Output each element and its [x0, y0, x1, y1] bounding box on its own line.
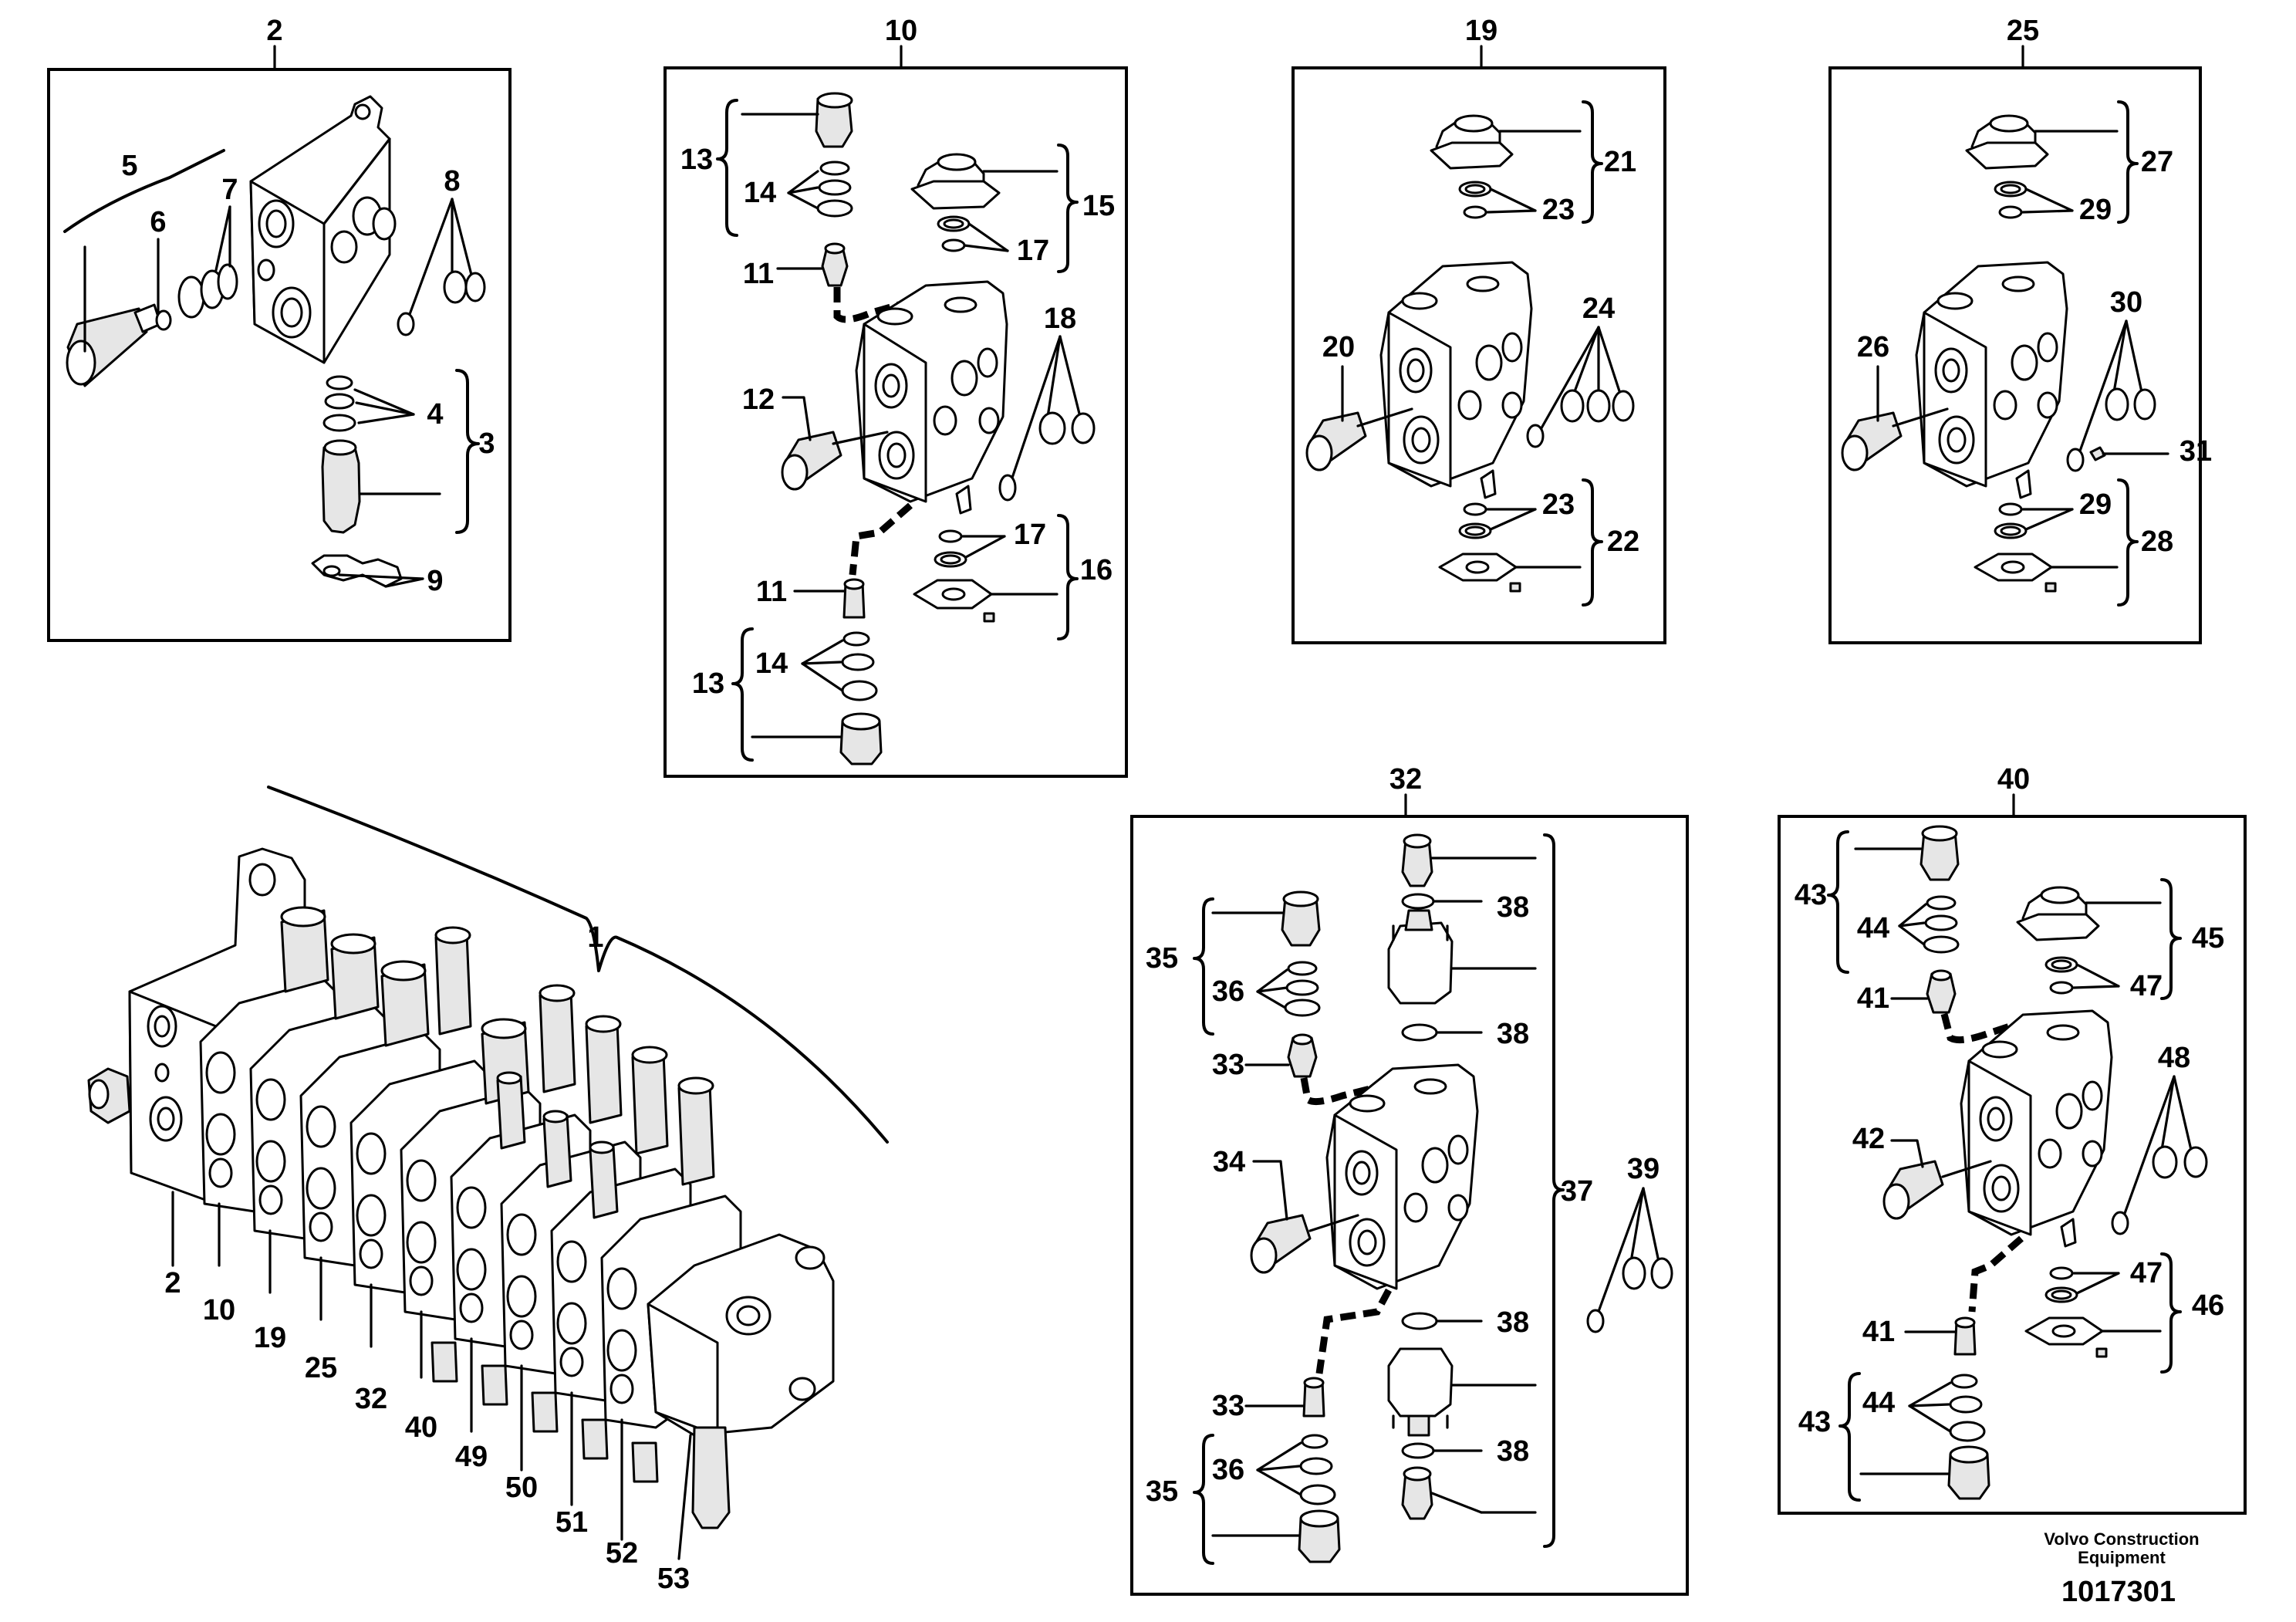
section-body-40	[1960, 1009, 2113, 1248]
label-10: 10	[885, 15, 917, 47]
label-19-main: 19	[254, 1322, 286, 1354]
label-13a: 13	[680, 144, 713, 176]
label-41a: 41	[1857, 982, 1889, 1015]
label-53: 53	[657, 1563, 690, 1595]
panel-19: 19 21 23 24 20 23 22	[1292, 15, 1666, 644]
label-25: 25	[2007, 15, 2039, 47]
label-20: 20	[1322, 331, 1355, 363]
inlet-section-body	[249, 95, 397, 364]
label-36a: 36	[1212, 975, 1244, 1008]
label-38c: 38	[1497, 1306, 1529, 1339]
label-44b: 44	[1862, 1387, 1895, 1419]
label-37: 37	[1561, 1175, 1593, 1208]
label-10-main: 10	[203, 1294, 235, 1326]
panel-32: 32 38 35 36 38 33 34 37 39 38 33 38 36 3…	[1130, 763, 1689, 1596]
label-38d: 38	[1497, 1435, 1529, 1468]
label-11b: 11	[756, 576, 787, 608]
label-26: 26	[1857, 331, 1889, 363]
label-43a: 43	[1795, 879, 1827, 911]
label-2-main: 2	[164, 1267, 181, 1299]
label-6: 6	[150, 206, 166, 238]
label-38b: 38	[1497, 1018, 1529, 1050]
label-23b: 23	[1542, 488, 1575, 521]
top-caps	[280, 906, 715, 1219]
label-33a: 33	[1212, 1049, 1244, 1081]
label-32-main: 32	[355, 1383, 387, 1415]
section-body-25	[1915, 261, 2068, 499]
label-5: 5	[121, 150, 137, 182]
label-44a: 44	[1857, 912, 1889, 944]
label-40-main: 40	[405, 1411, 437, 1444]
label-12: 12	[742, 384, 775, 416]
label-8: 8	[444, 165, 460, 198]
label-41b: 41	[1862, 1316, 1895, 1348]
label-11a: 11	[743, 258, 774, 290]
label-33b: 33	[1212, 1390, 1244, 1422]
label-50: 50	[505, 1472, 538, 1504]
label-35b: 35	[1146, 1475, 1178, 1508]
label-29a: 29	[2079, 194, 2112, 226]
label-2: 2	[266, 15, 282, 47]
label-47a: 47	[2130, 970, 2163, 1002]
label-48: 48	[2158, 1042, 2190, 1074]
label-15: 15	[1082, 190, 1115, 222]
label-14a: 14	[744, 177, 776, 209]
relief-valve-cartridge	[66, 303, 162, 387]
label-9: 9	[427, 565, 443, 597]
drawing-number: 1017301	[2061, 1576, 2176, 1608]
label-29b: 29	[2079, 488, 2112, 521]
label-18: 18	[1044, 302, 1076, 335]
label-13b: 13	[692, 667, 724, 700]
label-52: 52	[606, 1537, 638, 1570]
label-21: 21	[1604, 146, 1636, 178]
label-28: 28	[2141, 525, 2173, 558]
footer: Volvo Construction Equipment 1017301	[2044, 1529, 2199, 1608]
assembly-body	[87, 847, 835, 1529]
label-43b: 43	[1798, 1406, 1831, 1438]
label-49: 49	[455, 1441, 488, 1473]
label-31: 31	[2180, 435, 2212, 468]
label-7: 7	[221, 174, 238, 206]
label-19: 19	[1465, 15, 1497, 47]
label-24: 24	[1582, 292, 1615, 325]
section-body-32	[1325, 1063, 1479, 1290]
label-36b: 36	[1212, 1454, 1244, 1486]
brand-line-2: Equipment	[2078, 1548, 2166, 1567]
label-27: 27	[2141, 146, 2173, 178]
label-46: 46	[2192, 1289, 2224, 1322]
label-30: 30	[2110, 286, 2142, 319]
panel-25: 25 27 29 30 26 31 29 28	[1828, 15, 2212, 644]
label-22: 22	[1607, 525, 1639, 558]
label-35a: 35	[1146, 942, 1178, 975]
panel-10: 10 13 14 11 15 17 18 12 17 16 11 14 13	[663, 15, 1128, 778]
label-39: 39	[1627, 1153, 1660, 1185]
label-38a: 38	[1497, 891, 1529, 924]
label-40: 40	[1997, 763, 2030, 796]
label-23a: 23	[1542, 194, 1575, 226]
label-3: 3	[478, 427, 495, 460]
label-34: 34	[1213, 1146, 1245, 1178]
panel-40: 40 43 44 45 41 47 48 42 47 46 41 44 43	[1778, 763, 2247, 1515]
main-valve-assembly: 1	[87, 786, 889, 1595]
label-45: 45	[2192, 922, 2224, 955]
label-17b: 17	[1014, 519, 1046, 551]
panel-2: 2 5 6 7 8 4 3 9	[47, 15, 512, 642]
section-body-19	[1379, 261, 1533, 499]
label-25-main: 25	[305, 1352, 337, 1384]
clamp-part	[311, 554, 403, 588]
label-42: 42	[1852, 1123, 1885, 1155]
section-body-10	[855, 280, 1008, 515]
label-4: 4	[427, 398, 443, 431]
label-17a: 17	[1017, 235, 1049, 267]
label-14b: 14	[755, 647, 788, 680]
label-47b: 47	[2130, 1257, 2163, 1289]
label-51: 51	[555, 1506, 588, 1539]
slice-ports	[205, 1051, 637, 1404]
label-16: 16	[1080, 554, 1113, 586]
brand-line-1: Volvo Construction	[2044, 1529, 2199, 1549]
label-32: 32	[1389, 763, 1422, 796]
